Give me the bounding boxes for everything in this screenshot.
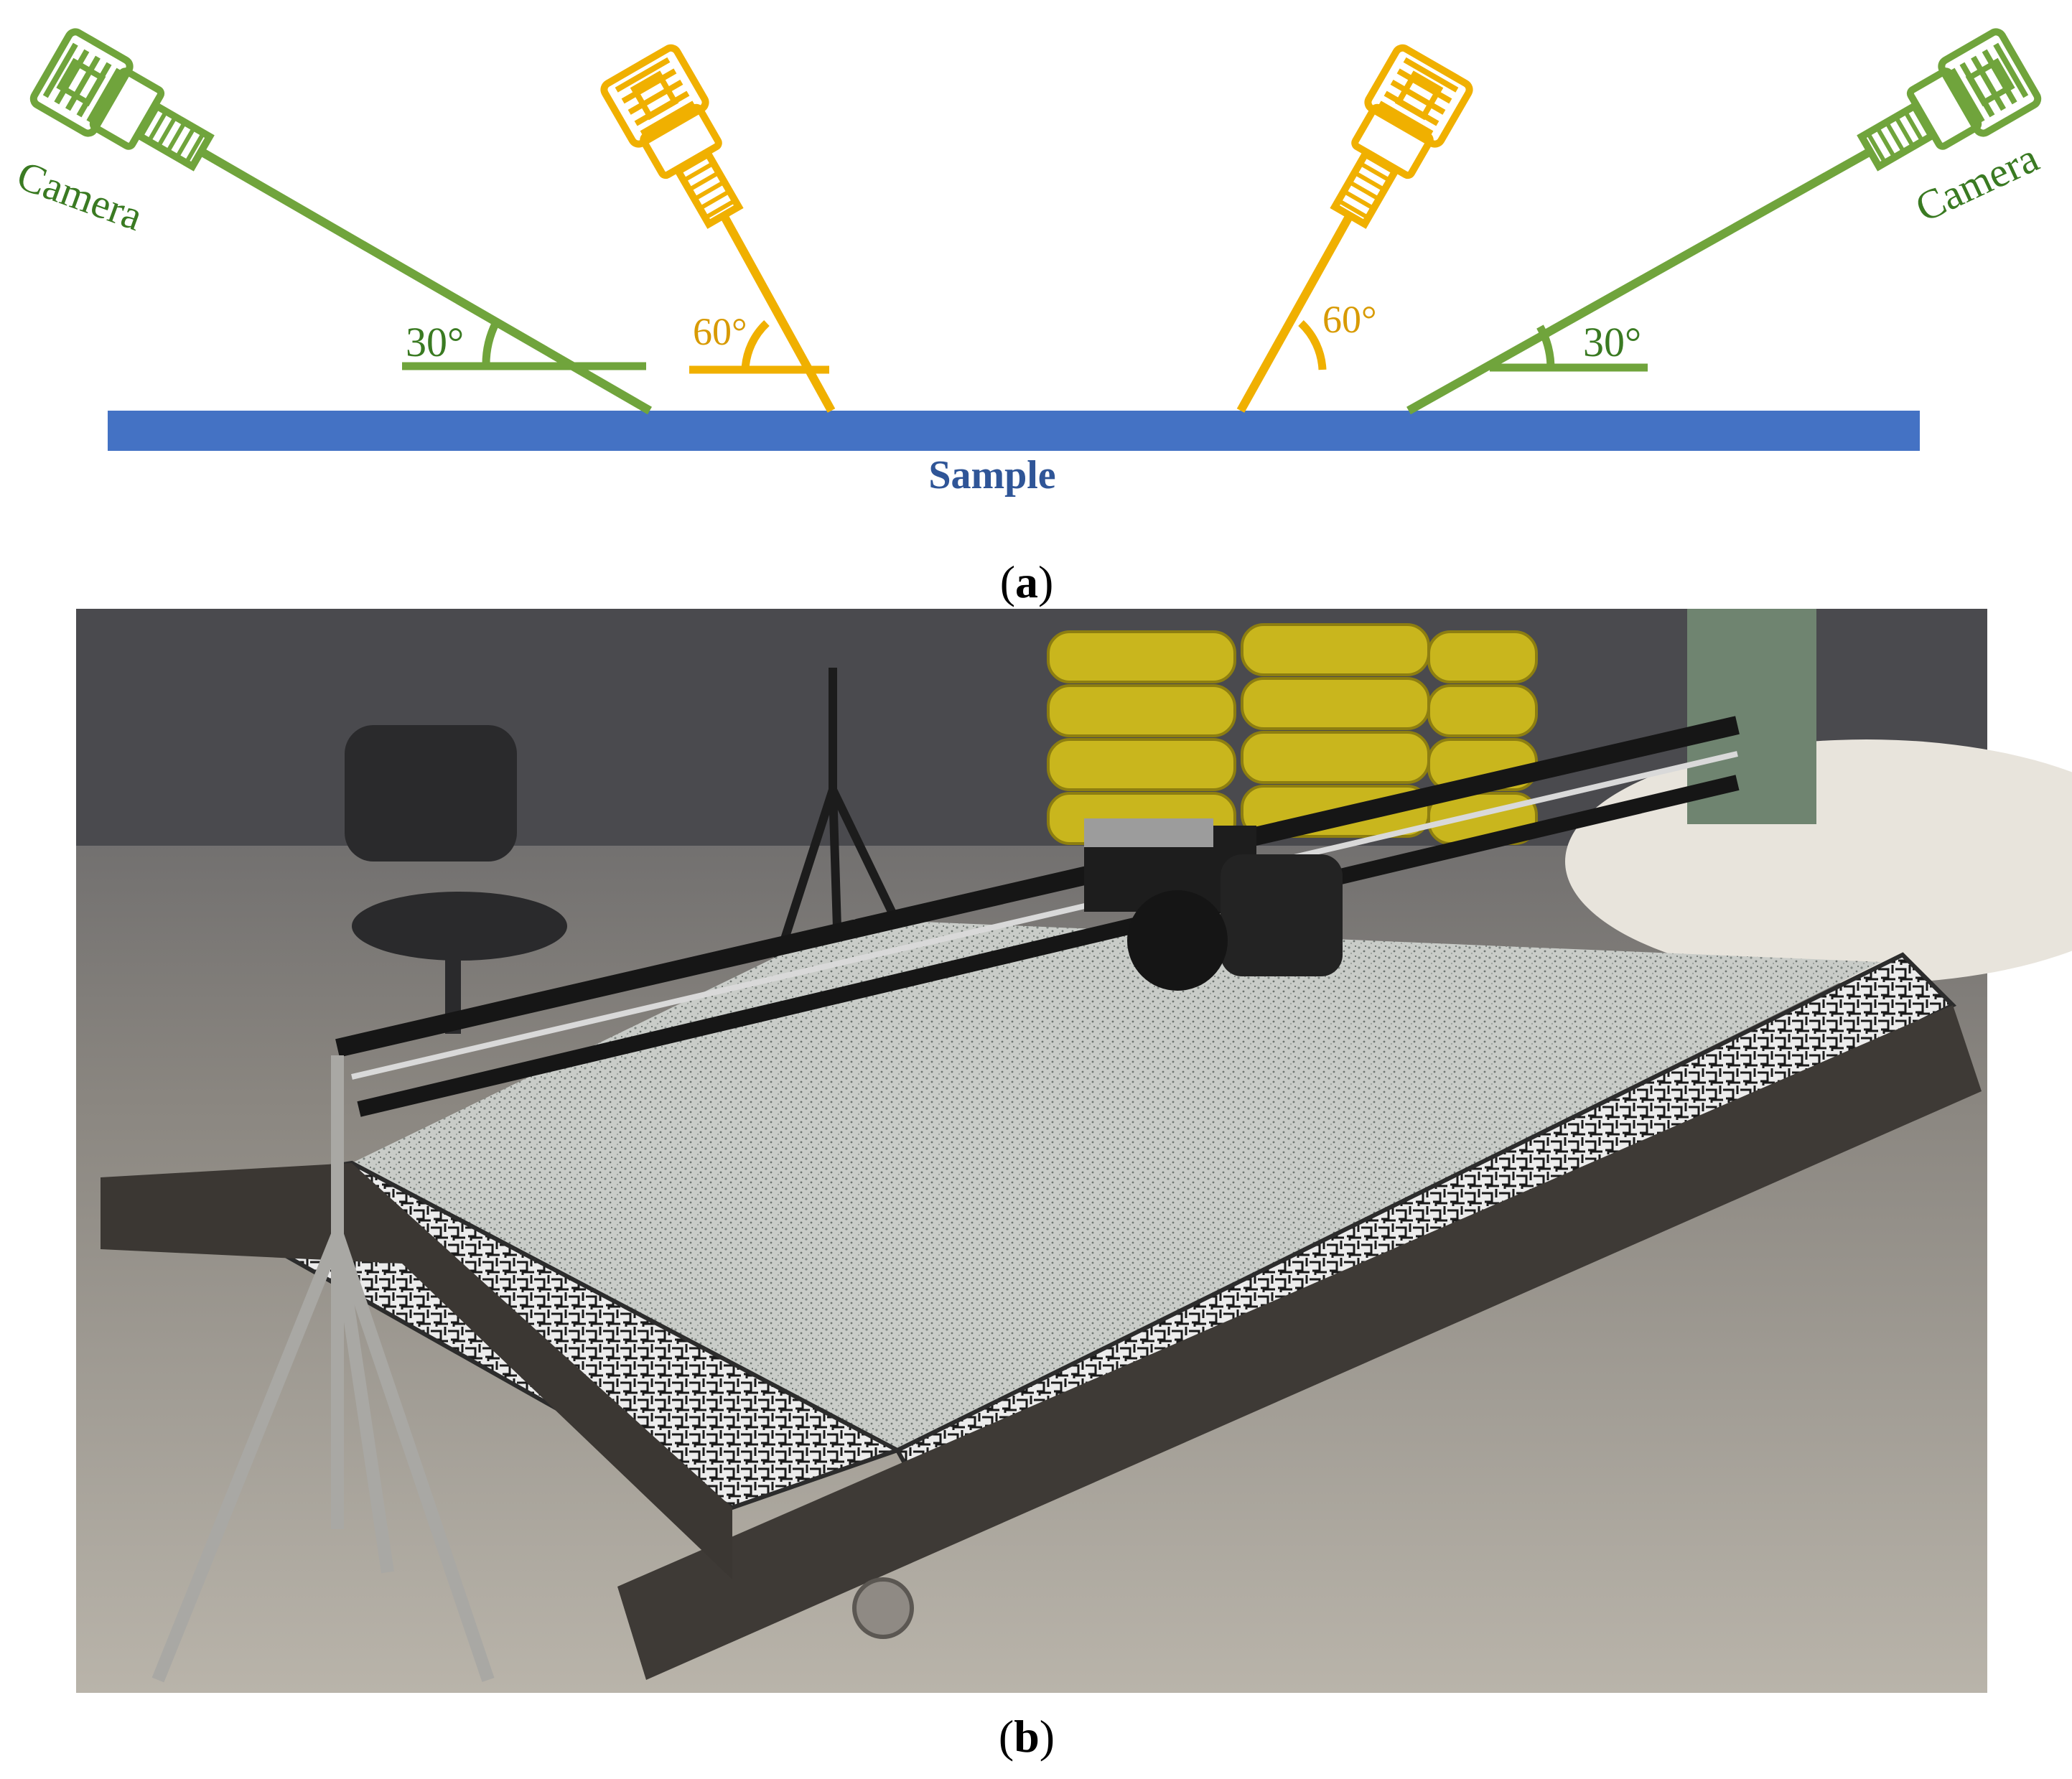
camera-outer-left: 30° Camera <box>11 29 653 415</box>
camera-inner-left: 60° <box>602 45 836 413</box>
mounted-camera <box>1084 818 1343 991</box>
foreground-tripod <box>151 1055 495 1683</box>
photo-panel <box>76 609 2072 1693</box>
angle-label-outer-left: 30° <box>406 319 464 365</box>
sight-line-outer-left <box>198 147 653 415</box>
frame-beam-left <box>101 1163 732 1579</box>
camera-inner-right: 60° <box>1236 45 1472 413</box>
angle-label-inner-left: 60° <box>693 310 747 353</box>
speckle-sample <box>352 919 1881 1450</box>
camera-label-left: Camera <box>11 151 149 240</box>
angle-arc-inner-left <box>741 319 770 370</box>
angle-label-inner-right: 60° <box>1322 298 1377 341</box>
slider-rail <box>335 716 1740 1117</box>
camera-icon <box>602 45 760 236</box>
sandbag-stack <box>1047 623 1538 845</box>
diagram-panel: Sample 30° Camera 60° 60° <box>11 29 2045 607</box>
sight-line-outer-right <box>1406 147 1872 415</box>
sight-line-inner-left <box>719 213 836 413</box>
angle-arc-outer-left <box>482 320 500 367</box>
angle-label-outer-right: 30° <box>1583 319 1641 365</box>
caption-b: (b) <box>999 1711 1055 1762</box>
bolt <box>852 1577 914 1639</box>
camera-outer-right: 30° Camera <box>1406 29 2045 415</box>
sample-bar <box>108 411 1920 451</box>
camera-label-right: Camera <box>1908 134 2045 231</box>
chair <box>345 725 567 1034</box>
camera-icon <box>1314 45 1472 236</box>
angle-arc-outer-right <box>1536 324 1555 368</box>
caption-a: (a) <box>1000 556 1054 607</box>
angle-arc-inner-right <box>1298 319 1327 370</box>
frame-beam-front <box>617 1005 1982 1680</box>
sample-label: Sample <box>928 453 1055 498</box>
sight-line-inner-right <box>1236 213 1354 413</box>
